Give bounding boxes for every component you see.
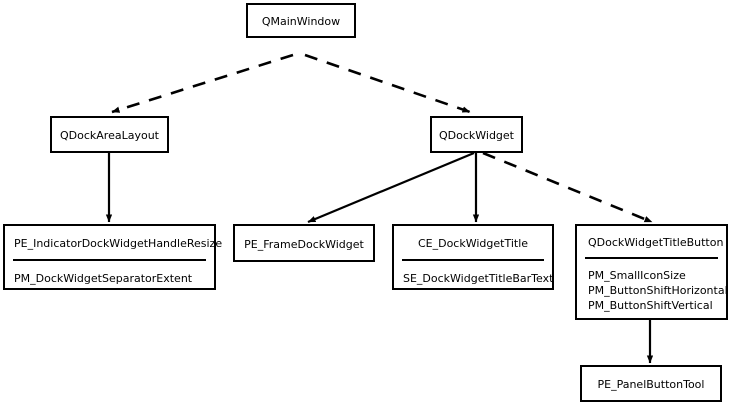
node-pe-indicator-dock-widget-handle-resize[interactable]: PE_IndicatorDockWidgetHandleResize PM_Do… [3,224,223,290]
edge-qmainwindow-qdockarealayout [111,53,294,114]
compartment-divider [402,259,544,261]
attribute-item: PM_DockWidgetSeparatorExtent [14,272,193,285]
node-pe-frame-title: PE_FrameDockWidget [244,238,364,251]
node-qdockwidget-title: QDockWidget [438,129,514,142]
node-qdockwidgettitlebutton-title: QDockWidgetTitleButton [588,236,724,249]
node-qdockwidgettitlebutton[interactable]: QDockWidgetTitleButton PM_SmallIconSize … [575,224,728,320]
node-pe-indicator-title: PE_IndicatorDockWidgetHandleResize [14,237,223,250]
edge-qdockwidget-qdockwidgettitlebutton [482,151,653,224]
node-ce-title-title: CE_DockWidgetTitle [417,237,529,250]
node-qmainwindow[interactable]: QMainWindow [246,3,356,38]
attribute-item: PM_ButtonShiftHorizontal [588,284,728,297]
compartment-divider [13,259,206,261]
attribute-item: PM_SmallIconSize [588,269,686,282]
compartment-divider [585,257,718,259]
node-pe-panel-button-tool-title: PE_PanelButtonTool [597,378,705,391]
node-pe-frame-dock-widget[interactable]: PE_FrameDockWidget [233,224,375,262]
node-qdockwidget[interactable]: QDockWidget [430,116,523,153]
node-qdockarealayout[interactable]: QDockAreaLayout [50,116,169,153]
node-qdockwidgettitlebutton-attributes: PM_SmallIconSize PM_ButtonShiftHorizonta… [577,259,728,313]
edge-qdockwidget-pe-frame [307,151,475,224]
node-ce-title-attributes: SE_DockWidgetTitleBarText [394,261,554,286]
attribute-item: PM_ButtonShiftVertical [588,299,713,312]
node-qmainwindow-title: QMainWindow [261,15,341,28]
node-pe-panel-button-tool[interactable]: PE_PanelButtonTool [580,365,722,402]
edge-qmainwindow-qdockwidget [304,53,471,114]
node-ce-dock-widget-title[interactable]: CE_DockWidgetTitle SE_DockWidgetTitleBar… [392,224,554,290]
attribute-item: SE_DockWidgetTitleBarText [403,272,554,285]
node-pe-indicator-attributes: PM_DockWidgetSeparatorExtent [5,261,214,286]
node-qdockarealayout-title: QDockAreaLayout [60,129,159,142]
